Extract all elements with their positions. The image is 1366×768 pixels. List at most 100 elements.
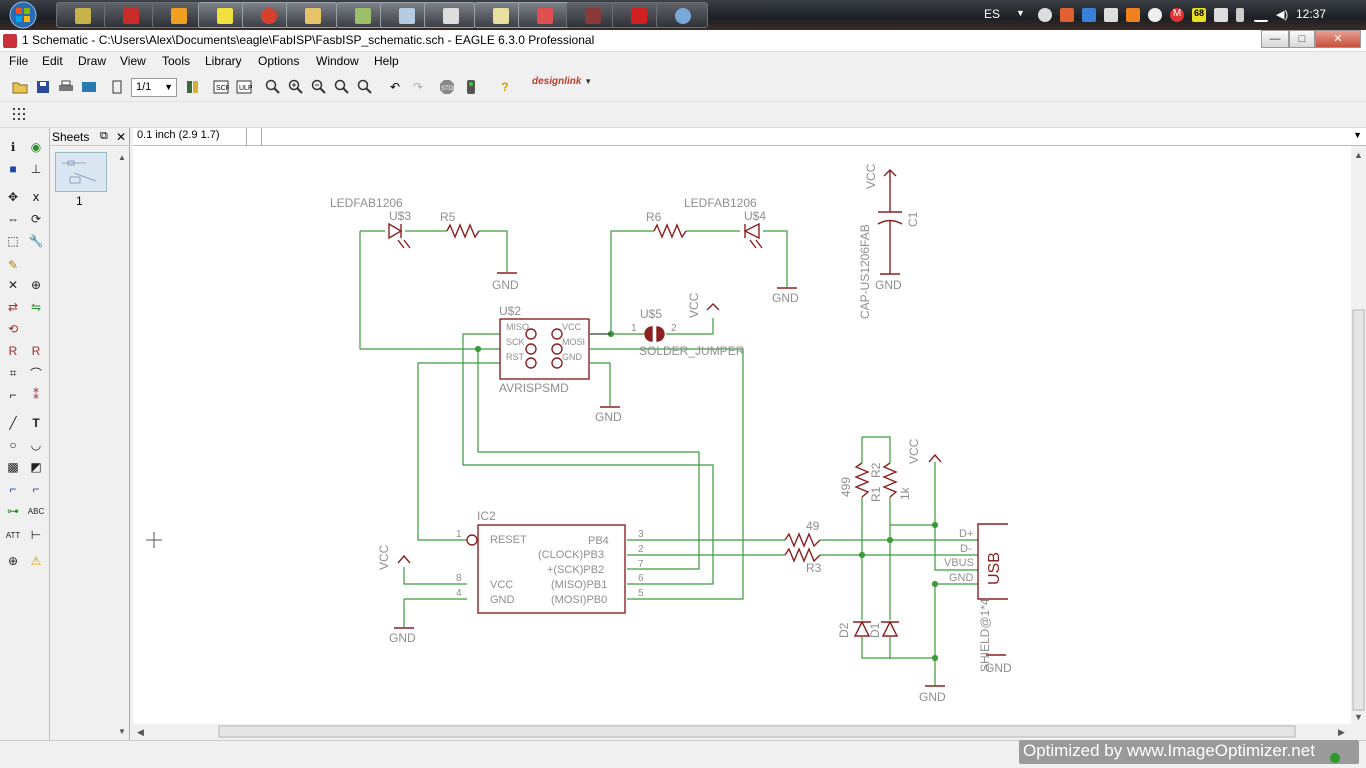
label-icon[interactable]: ABC (27, 506, 45, 516)
display-icon[interactable]: ■ (9, 162, 17, 176)
menu-edit[interactable]: Edit (42, 54, 63, 68)
grid-icon[interactable] (12, 107, 28, 123)
group-icon[interactable]: ⬚ (7, 234, 19, 248)
redo-icon[interactable]: ↷ (412, 80, 424, 94)
flag-icon[interactable] (1214, 8, 1228, 22)
attribute-icon[interactable]: ATT (5, 530, 21, 540)
go-icon[interactable] (462, 78, 480, 96)
replace-icon[interactable]: ⟲ (7, 322, 19, 336)
menu-file[interactable]: File (9, 54, 29, 68)
change-icon[interactable]: 🔧 (28, 234, 44, 248)
arc-icon[interactable]: ◡ (30, 438, 42, 452)
dimension-icon[interactable]: ⊢ (30, 528, 42, 542)
split-icon[interactable]: ⌐ (9, 388, 17, 402)
errors-icon[interactable]: ⚠ (30, 554, 42, 568)
scroll-left-icon[interactable]: ◀ (137, 727, 144, 737)
horizontal-scrollbar[interactable]: ◀ ▶ (133, 724, 1351, 739)
taskbar-app-9[interactable] (518, 2, 570, 28)
dropbox-icon[interactable] (1082, 8, 1096, 22)
cam-icon[interactable] (80, 78, 98, 96)
menu-options[interactable]: Options (258, 54, 300, 68)
zoom-in-icon[interactable] (287, 78, 305, 96)
erc-icon[interactable]: ⊕ (7, 554, 19, 568)
pinswap-icon[interactable]: ⇄ (7, 300, 19, 314)
sheet-number[interactable]: 1 (76, 194, 83, 208)
battery-icon[interactable] (1236, 8, 1244, 22)
taskbar-app-10[interactable] (566, 2, 618, 28)
net-icon[interactable]: ⌐ (32, 482, 40, 496)
script-icon[interactable]: SCR (212, 78, 230, 96)
tray-app-icon[interactable] (1060, 8, 1074, 22)
show-icon[interactable]: ◉ (30, 140, 42, 154)
save-icon[interactable] (34, 78, 52, 96)
zoom-redraw-icon[interactable] (333, 78, 351, 96)
menu-tools[interactable]: Tools (162, 54, 191, 68)
menu-draw[interactable]: Draw (78, 54, 107, 68)
command-input[interactable] (261, 128, 1351, 146)
tray-badge[interactable]: 68 (1192, 8, 1206, 22)
rotate-icon[interactable]: ⟳ (30, 212, 42, 226)
signal-icon[interactable] (1254, 8, 1268, 22)
name-icon[interactable]: R (8, 344, 18, 358)
taskbar-app-7[interactable] (424, 2, 476, 28)
mark-icon[interactable]: ⊥ (30, 162, 42, 176)
text-icon[interactable]: T (32, 416, 40, 430)
undock-icon[interactable]: ⧉ (100, 130, 108, 142)
clock[interactable]: 12:37 (1295, 7, 1326, 21)
cloud-icon[interactable] (1038, 8, 1052, 22)
taskbar-app-explorer[interactable] (286, 2, 338, 28)
zoom-out-icon[interactable] (310, 78, 328, 96)
weather-icon[interactable] (1148, 8, 1162, 22)
info-icon[interactable]: ℹ (10, 140, 16, 154)
gmail-icon[interactable]: M (1170, 8, 1184, 22)
taskbar-app-3[interactable] (152, 2, 204, 28)
sheet-select[interactable]: 1/1▼ (131, 78, 177, 97)
undo-icon[interactable]: ↶ (389, 80, 401, 94)
taskbar-app-2[interactable] (104, 2, 156, 28)
taskbar-app-11[interactable] (656, 2, 708, 28)
maximize-button[interactable]: □ (1289, 30, 1315, 48)
junction-icon[interactable]: ⊶ (7, 504, 19, 518)
close-button[interactable]: ✕ (1315, 30, 1361, 48)
circle-icon[interactable]: ○ (9, 438, 17, 452)
sheets-scrollbar[interactable]: ▲▼ (116, 148, 128, 736)
menu-library[interactable]: Library (205, 54, 242, 68)
volume-icon[interactable]: ◀) (1276, 9, 1289, 21)
close-icon[interactable]: ✕ (116, 130, 127, 144)
tray-app-icon[interactable] (1126, 8, 1140, 22)
scroll-up-icon[interactable]: ▲ (1354, 150, 1363, 160)
copy-icon[interactable]: ⅹ (32, 190, 40, 204)
taskbar-app-4[interactable] (198, 2, 250, 28)
wire-icon[interactable]: ╱ (9, 416, 17, 430)
taskbar-app-1[interactable] (56, 2, 108, 28)
language-indicator[interactable]: ES (984, 7, 1001, 21)
zoom-select-icon[interactable] (356, 78, 374, 96)
gateswap-icon[interactable]: ⇋ (30, 300, 42, 314)
designlink-button[interactable]: designlink ▼ (532, 76, 592, 87)
vertical-scroll-thumb[interactable] (1352, 309, 1365, 711)
menu-help[interactable]: Help (374, 54, 399, 68)
smash-icon[interactable]: ⌗ (9, 365, 17, 380)
miter-icon[interactable]: ⌒ (29, 366, 42, 381)
scroll-down-icon[interactable]: ▼ (1354, 712, 1363, 722)
tray-expand-icon[interactable]: ▼ (1016, 8, 1025, 18)
minimize-button[interactable]: — (1261, 30, 1289, 48)
print-icon[interactable] (57, 78, 75, 96)
mirror-icon[interactable]: ⇔ (7, 212, 19, 226)
eagle-app-icon[interactable] (3, 34, 17, 48)
delete-icon[interactable]: ✕ (7, 278, 19, 292)
add-icon[interactable]: ⊕ (30, 278, 42, 292)
tray-app-icon[interactable] (1104, 8, 1118, 22)
sheet-thumbnail[interactable] (55, 152, 107, 192)
open-icon[interactable] (11, 78, 29, 96)
schematic-canvas[interactable]: LEDFAB1206 U$3 R5 GND R6 LEDFAB1206 U$4 … (133, 146, 1351, 724)
move-icon[interactable]: ✥ (7, 190, 19, 204)
start-button[interactable] (2, 0, 44, 30)
help-icon[interactable]: ? (501, 80, 509, 94)
bus-icon[interactable]: ⌐ (9, 482, 17, 496)
menu-view[interactable]: View (120, 54, 146, 68)
use-icon[interactable] (108, 78, 126, 96)
menu-window[interactable]: Window (316, 54, 359, 68)
horizontal-scroll-thumb[interactable] (218, 725, 1296, 738)
value-icon[interactable]: R (31, 344, 41, 358)
